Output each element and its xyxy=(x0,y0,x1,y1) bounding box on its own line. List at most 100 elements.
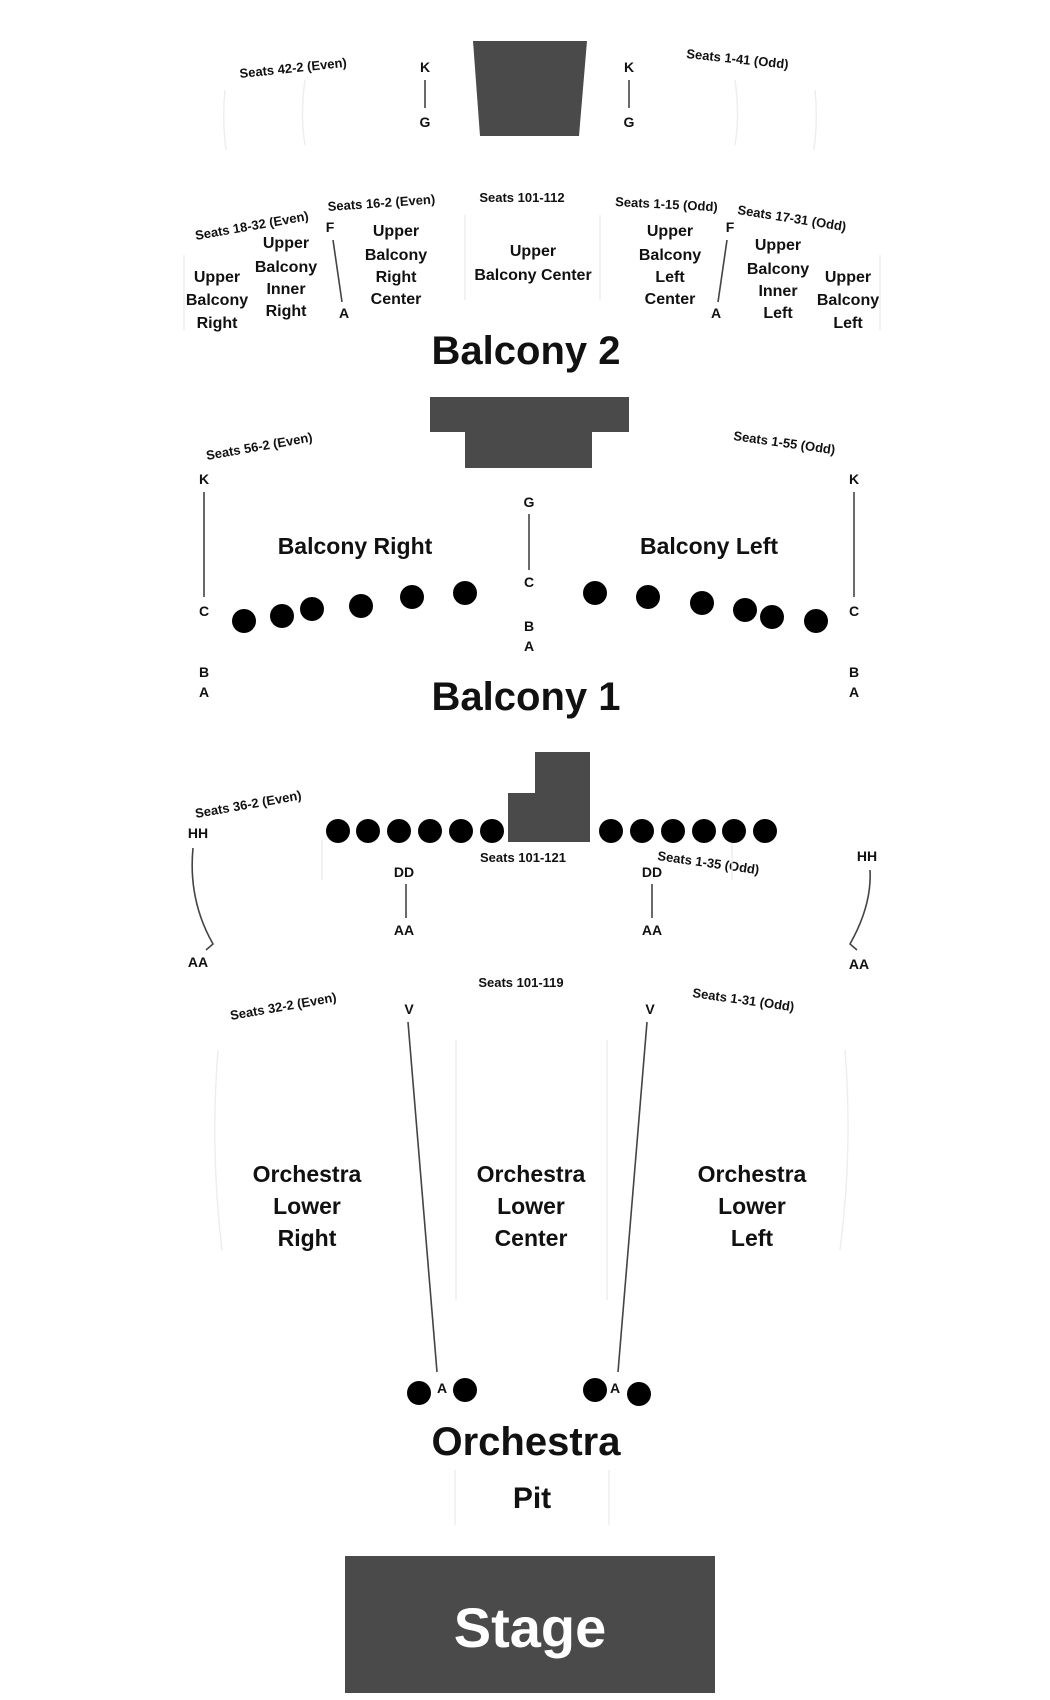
upper-balcony-left-center-section[interactable]: Upper Balcony Left Center xyxy=(639,223,701,308)
orchestra-lower-left-section[interactable]: Orchestra Lower Left xyxy=(698,1161,807,1251)
orchestra-upper-left-seats-label: Seats 1-35 (Odd) xyxy=(657,848,761,877)
section-label-line: Inner xyxy=(266,281,305,298)
balcony1-right-row-b: B xyxy=(199,664,209,680)
section-label-line: Upper xyxy=(510,243,556,260)
balcony-1: Seats 56-2 (Even) Seats 1-55 (Odd) K C B… xyxy=(199,397,859,719)
balcony1-right-row-k: K xyxy=(199,471,209,487)
wheelchair-icon[interactable] xyxy=(407,1381,431,1405)
wheelchair-icon[interactable] xyxy=(692,819,716,843)
wheelchair-icon[interactable] xyxy=(733,598,757,622)
section-label-line: Balcony xyxy=(639,247,701,264)
orchestra-upper: Seats 36-2 (Even) Seats 101-121 Seats 1-… xyxy=(188,752,877,972)
orchestra-title: Orchestra xyxy=(432,1420,622,1464)
wheelchair-icon[interactable] xyxy=(636,585,660,609)
balcony2-right-row-a: A xyxy=(711,305,721,321)
balcony-2-title: Balcony 2 xyxy=(432,329,621,373)
section-label-line: Right xyxy=(278,1225,337,1251)
wheelchair-icon[interactable] xyxy=(453,581,477,605)
upper-balcony-center-seats-label: Seats 101-112 xyxy=(479,190,564,205)
wheelchair-icon[interactable] xyxy=(583,1378,607,1402)
balcony2-left-row-f: F xyxy=(326,219,335,235)
wheelchair-icon[interactable] xyxy=(356,819,380,843)
section-label-line: Balcony Center xyxy=(474,267,591,284)
top-right-row-k: K xyxy=(624,59,634,75)
orchestra-lower-right-row-v: V xyxy=(404,1001,414,1017)
upper-balcony-right-center-section[interactable]: Upper Balcony Right Center xyxy=(365,223,427,308)
wheelchair-icon[interactable] xyxy=(326,819,350,843)
upper-balcony-inner-right-section[interactable]: Upper Balcony Inner Right xyxy=(255,235,317,320)
section-label-line: Balcony xyxy=(186,292,248,309)
stage: Stage xyxy=(345,1556,715,1693)
section-label-line: Upper xyxy=(755,237,801,254)
balcony1-left-row-a: A xyxy=(849,684,859,700)
balcony-left-section[interactable]: Balcony Left xyxy=(640,533,778,559)
balcony1-right-row-c: C xyxy=(199,603,209,619)
wheelchair-icon[interactable] xyxy=(270,604,294,628)
section-label-line: Upper xyxy=(263,235,309,252)
upper-balcony-inner-left-section[interactable]: Upper Balcony Inner Left xyxy=(747,237,809,322)
wheelchair-icon[interactable] xyxy=(804,609,828,633)
orchestra-lower-center-section[interactable]: Orchestra Lower Center xyxy=(477,1161,586,1251)
wheelchair-icon[interactable] xyxy=(449,819,473,843)
section-label-line: Orchestra xyxy=(477,1161,586,1187)
section-label-line: Lower xyxy=(497,1193,565,1219)
upper-balcony-left-seats-label: Seats 17-31 (Odd) xyxy=(737,202,848,234)
section-label-line: Lower xyxy=(273,1193,341,1219)
wheelchair-icon[interactable] xyxy=(418,819,442,843)
upper-balcony-left-section[interactable]: Upper Balcony Left xyxy=(817,269,879,332)
section-label-line: Upper xyxy=(373,223,419,240)
upper-balcony-center-section[interactable]: Upper Balcony Center xyxy=(474,243,591,284)
orchestra-lower-right-section[interactable]: Orchestra Lower Right xyxy=(253,1161,362,1251)
balcony1-center-row-c: C xyxy=(524,574,534,590)
orchestra-upper-inner-right-row-aa: AA xyxy=(394,922,414,938)
wheelchair-icon[interactable] xyxy=(630,819,654,843)
section-label-line: Right xyxy=(197,315,239,332)
upper-balcony-inner-left-seats-label: Seats 1-15 (Odd) xyxy=(615,194,718,214)
balcony1-left-seats-label: Seats 1-55 (Odd) xyxy=(733,428,837,457)
wheelchair-icon[interactable] xyxy=(599,819,623,843)
orchestra-upper-right-seats-label: Seats 36-2 (Even) xyxy=(194,787,303,820)
top-right-seats-label: Seats 1-41 (Odd) xyxy=(686,46,790,72)
section-label-line: Left xyxy=(833,315,863,332)
section-label-line: Left xyxy=(763,305,793,322)
section-label-line: Center xyxy=(371,291,422,308)
wheelchair-icon[interactable] xyxy=(753,819,777,843)
section-label-line: Balcony xyxy=(365,247,427,264)
orchestra-upper-center-seats-label: Seats 101-121 xyxy=(480,850,566,865)
balcony1-right-seats-label: Seats 56-2 (Even) xyxy=(205,429,314,462)
balcony2-left-row-a: A xyxy=(339,305,349,321)
section-label-line: Upper xyxy=(647,223,693,240)
top-right-row-g: G xyxy=(624,114,635,130)
orchestra-upper-left-row-aa: AA xyxy=(849,956,869,972)
wheelchair-icon[interactable] xyxy=(661,819,685,843)
orchestra-upper-left-row-hh: HH xyxy=(857,848,877,864)
wheelchair-icon[interactable] xyxy=(300,597,324,621)
wheelchair-icon[interactable] xyxy=(453,1378,477,1402)
wheelchair-icon[interactable] xyxy=(480,819,504,843)
orchestra-lower: Seats 32-2 (Even) Seats 101-119 Seats 1-… xyxy=(214,975,849,1525)
section-label-line: Balcony xyxy=(255,259,317,276)
top-left-row-g: G xyxy=(420,114,431,130)
wheelchair-icon[interactable] xyxy=(722,819,746,843)
balcony1-left-row-k: K xyxy=(849,471,859,487)
upper-balcony-right-section[interactable]: Upper Balcony Right xyxy=(186,269,248,332)
wheelchair-icon[interactable] xyxy=(387,819,411,843)
orchestra-lower-right-seats-label: Seats 32-2 (Even) xyxy=(229,989,338,1022)
balcony1-center-block xyxy=(430,397,629,468)
orchestra-pit-label[interactable]: Pit xyxy=(513,1482,551,1515)
section-label-line: Balcony xyxy=(817,292,879,309)
wheelchair-icon[interactable] xyxy=(627,1382,651,1406)
balcony-right-section[interactable]: Balcony Right xyxy=(278,533,433,559)
balcony-1-title: Balcony 1 xyxy=(432,675,621,719)
wheelchair-icon[interactable] xyxy=(349,594,373,618)
wheelchair-icon[interactable] xyxy=(583,581,607,605)
wheelchair-icon[interactable] xyxy=(232,609,256,633)
wheelchair-icon[interactable] xyxy=(400,585,424,609)
section-label-line: Balcony xyxy=(747,261,809,278)
upper-balcony-inner-right-seats-label: Seats 16-2 (Even) xyxy=(327,192,435,214)
section-label-line: Upper xyxy=(194,269,240,286)
wheelchair-icon[interactable] xyxy=(690,591,714,615)
top-left-row-k: K xyxy=(420,59,430,75)
wheelchair-icon[interactable] xyxy=(760,605,784,629)
